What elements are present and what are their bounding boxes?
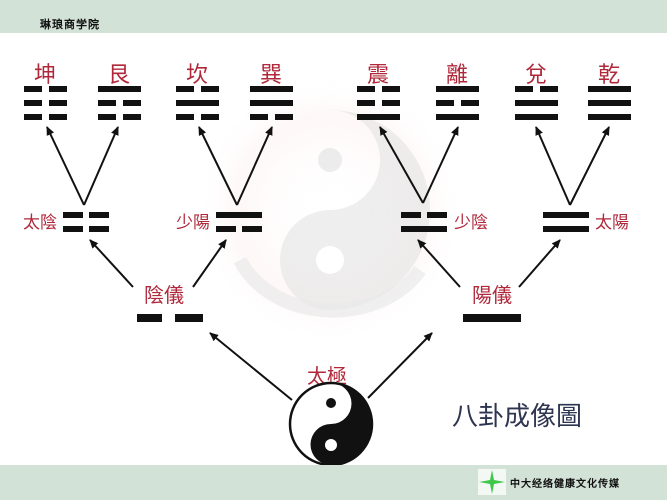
green-star-icon — [479, 470, 505, 494]
taiyin-bigram-icon — [63, 212, 109, 232]
trigram-zhen-icon — [357, 86, 400, 120]
shaoyang-bigram-icon — [216, 212, 262, 232]
image-label-taiyang: 太陽 — [595, 213, 629, 233]
trigram-gen-icon — [98, 86, 141, 120]
trigram-label-dui: 兌 — [525, 63, 547, 88]
organization-name: 中大经络健康文化传媒 — [510, 479, 620, 490]
trigram-qian-icon — [588, 86, 631, 120]
background-watermark — [195, 75, 465, 345]
arrows-to-trigrams — [46, 126, 610, 206]
yang-line-icon — [463, 314, 521, 322]
trigram-label-xun: 巽 — [260, 63, 282, 88]
arrows-to-four-images — [89, 239, 561, 288]
trigram-dui-icon — [515, 86, 558, 120]
trigram-kan-icon — [176, 86, 219, 120]
bagua-diagram: 坤 艮 坎 巽 震 離 兌 乾 — [0, 33, 667, 467]
yin-yang-icon — [288, 381, 374, 467]
header-bar: 琳琅商学院 — [0, 0, 667, 33]
trigram-xun-icon — [250, 86, 293, 120]
yin-line-icon — [137, 314, 203, 322]
arrows-to-two-forms — [209, 332, 433, 401]
image-label-shaoyang: 少陽 — [176, 213, 210, 233]
trigram-label-qian: 乾 — [598, 63, 620, 88]
trigram-label-gen: 艮 — [108, 63, 130, 88]
trigram-label-li: 離 — [446, 63, 468, 88]
shaoyin-bigram-icon — [401, 212, 447, 232]
trigram-label-kan: 坎 — [186, 63, 208, 88]
footer-bar: 中大经络健康文化传媒 — [0, 465, 667, 500]
trigram-label-zhen: 震 — [367, 63, 389, 88]
taiyang-bigram-icon — [543, 212, 589, 232]
two-forms: 陰儀 陽儀 — [137, 283, 521, 322]
trigram-symbols — [24, 86, 631, 120]
image-label-taiyin: 太陰 — [23, 213, 57, 233]
diagram-title: 八卦成像圖 — [452, 402, 582, 432]
form-label-yin: 陰儀 — [144, 283, 184, 307]
trigram-li-icon — [436, 86, 479, 120]
trigram-kun-icon — [24, 86, 67, 120]
form-label-yang: 陽儀 — [472, 283, 512, 307]
brand-name: 琳琅商学院 — [40, 18, 100, 31]
trigram-label-kun: 坤 — [34, 63, 56, 88]
footer-logo — [478, 469, 506, 495]
four-images: 太陰 少陽 少陰 太陽 — [23, 212, 629, 233]
trigram-labels: 坤 艮 坎 巽 震 離 兌 乾 — [34, 63, 620, 88]
image-label-shaoyin: 少陰 — [454, 213, 488, 233]
